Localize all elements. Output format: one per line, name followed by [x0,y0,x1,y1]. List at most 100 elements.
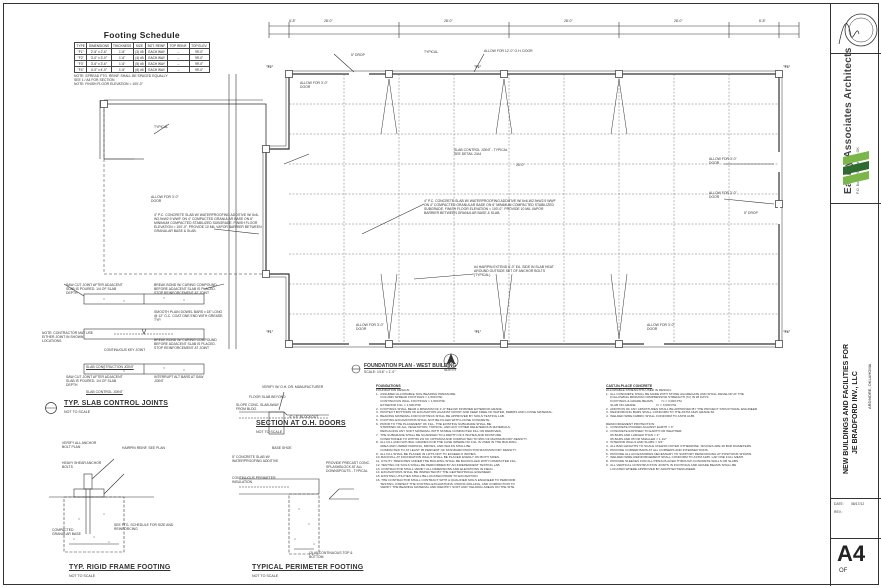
foundations-note-line: 7. THE SUBGRADE SHALL BE SCARIFIED TO A … [376,432,502,437]
pier-footing [262,145,270,153]
slab-control-joint-detail [63,283,225,375]
concrete-note-line: 3. REINFORCING BARS SHALL CONFORM TO THE… [606,410,715,415]
perim-scale: NOT TO SCALE [252,574,279,578]
foundations-note-line: 9. ALL FILL SHALL BE PLACED IN LIFTS NOT… [376,451,477,456]
perim-note-5: (2) #5 CONTINUOUS TOP & BOTTOM [309,551,353,559]
dim-top-1: 28'-0" [324,19,333,23]
frame-leader [610,78,620,135]
foundations-note-line: STRIPPED OF ALL VEGETATION, TOPSOIL, AND… [376,425,511,430]
plan-title: FOUNDATION PLAN - WEST BUILDING [364,363,457,369]
foundations-notes: FOUNDATIONS FOUNDATION DESIGN:1. ASSUMED… [376,384,591,490]
dim-top-5: 8'-8" [759,19,766,23]
pier-footing [615,340,623,348]
dim-top-2: 28'-0" [444,19,453,23]
concrete-note-line: 1. CONCRETE POURED AGAINST EARTH = 3" [606,425,674,430]
footing-schedule-note-1: NOTE: SPREAD FTG. REINF. SHALL BE SPACED… [74,74,168,78]
break-bond-note-2: BREAK BOND W/ CURING COMPOUND BEFORE ADJ… [154,338,217,350]
frame-leader [495,273,505,340]
foundations-note-line: CONTINUOUS WALL FOOTINGS = 1,500 PSF [376,399,446,404]
foundations-note-line: 2. FOOTINGS SHALL BEAR A MINIMUM OF 2'-0… [376,406,503,411]
typical-label-1: TYPICAL [424,50,439,54]
footing-schedule-note-2: SEE 1 / A4 FOR SECTION [74,77,115,82]
pier-footing [100,100,108,108]
slab-joint-title: TYP. SLAB CONTROL JOINTS [64,400,169,407]
frame-leader [495,78,505,135]
typical-label-2: TYPICAL [154,125,169,129]
rigid-note-2: HAIRPIN REINF. SEE PLAN [122,446,165,450]
perimeter-footing-detail [239,478,359,555]
perim-note-1: BASE SHOE [272,446,292,450]
foundations-heading: FOUNDATIONS [376,384,401,388]
slab-joint-scale: NOT TO SCALE [64,410,91,414]
foundations-note-line: 13. CONTRACTOR SHALL VERIFY ALL DIMENSIO… [376,466,494,471]
schedule-cell: -- [167,66,190,73]
perim-title: TYPICAL PERIMETER FOOTING [252,564,364,571]
concrete-note-line: 2. CONCRETE EXPOSED TO EARTH OR WEATHER: [606,429,683,434]
oh-note-3: SLOPE CONC. SLAB AWAY FROM BLDG. [236,403,279,411]
concrete-note-line: FOLLOWING MINIMUM COMPRESSIVE STRENGTH (… [606,395,710,400]
frame-leader [380,273,390,340]
concrete-heading: CAST-IN-PLACE CONCRETE [606,384,653,388]
foundations-note-line: 4. BEARING MATERIAL FOR FOOTINGS SHALL B… [376,414,505,419]
drop-label-1: 5" DROP [351,53,365,57]
schedule-cell: "F4" [73,66,88,73]
mark-f1-a: "F1" [266,330,274,334]
slab-construction-label: SLAB CONSTRUCTION JOINT [86,365,134,369]
allow-door-bottom-1: ALLOW FOR 3'-0" DOOR [356,323,384,331]
allow-door-right-2: ALLOW FOR 3'-0" DOOR [709,191,737,199]
frame-leader [503,273,513,340]
oh-note-2: FLOOR SLAB BEYOND [249,395,286,399]
rigid-note-3: HEAVY SHEAR ANCHOR BOLTS [62,461,102,469]
project-line-1: NEW BUILDINGS AND FACILITIES FOR [843,343,850,474]
dim-top-3: 28'-0" [564,19,573,23]
foundations-note-line: 11. UTILITY TRENCHES UNDER THE BUILDING … [376,459,517,464]
allow-oh-door-top: ALLOW FOR 12'-0" O.H. DOOR [484,49,533,53]
firm-cell: Easley Associates Architects P.O. Box 10… [831,47,881,204]
dark-cut-note: SAW CUT JOINT AFTER ADJACENT SLAB IS POU… [66,375,123,387]
slab-note-left-wing: 4" P.C. CONCRETE SLAB W/ WATERPROOFING A… [154,213,262,233]
pier-footing [500,70,508,78]
concrete-note-line: 5. PROVIDE CORNER BARS AT ALL CORNERS AN… [606,447,709,452]
grid-dim-center: 25'-0" [516,163,525,167]
logo-stripe [843,151,869,165]
pier-footing [285,70,293,78]
foundations-note-line: 3. PROTECT BOTTOMS OF EXCAVATION AGAINST… [376,410,554,415]
mark-f2-b: "F2" [474,65,482,69]
concrete-note-line: 1. ALL CONCRETE SHALL BE MADE WITH STONE… [606,391,744,396]
project-cell: NEW BUILDINGS AND FACILITIES FOR JE BRAD… [831,204,881,499]
frame-leader [503,78,513,135]
foundations-note-line: COMPACTED TO AT LEAST 95 PERCENT OF STAN… [376,447,517,452]
rigid-frame-footing-detail [49,458,154,553]
north-label: NORTH [444,368,456,372]
date-label: DATE: [834,502,844,506]
concrete-note-line: 3. INTERIOR WALLS AND SLABS = 3/4" [606,440,664,445]
rigid-note-4: SEE FTG. SCHEDULE FOR SIZE AND REINFORCI… [114,523,174,531]
firm-logo-icon [843,151,869,185]
sheet-number-cell: A4 OF [831,539,881,586]
concrete-note-line: ALLOWABLE STRENGTHS USED IN DESIGN: [606,387,672,392]
concrete-note-line: SLAB ON GRADE f'c = 3,500 PSI [606,402,677,407]
foundations-note-line: 5. FOOTING EXCAVATIONS SHALL NOT BE FILL… [376,417,491,422]
plan-scale: SCALE: 1/16" = 1'-0" [364,370,396,374]
saw-cut-note: SAW CUT JOINT AFTER ADJACENT SLAB IS POU… [66,283,123,295]
foundations-note-line: REPLACING ANY SOFT MATERIAL WITH STABLE … [376,429,502,434]
concrete-notes: CAST-IN-PLACE CONCRETE ALLOWABLE STRENGT… [606,384,826,472]
schedule-cell: 99'-0" [188,66,210,73]
allow-door-left-wing: ALLOW FOR 3'-0" DOOR [151,195,179,203]
foundations-note-line: 14. EXCAVATIONS SHALL BE INSPECTED BY TH… [376,470,492,475]
slab-note-main: 4" P.C. CONCRETE SLAB W/ WATERPROOFING A… [424,199,556,215]
interrupt-note: INTERRUPT ALT BARS AT SAW JOINT [154,375,204,383]
rigid-title: TYP. RIGID FRAME FOOTING [69,564,171,571]
footing-schedule-title: Footing Schedule [103,30,180,40]
sheet-number: A4 [837,541,866,566]
pier-footing [385,340,393,348]
mark-f4-a: "F4" [783,330,791,334]
concrete-lines: ALLOWABLE STRENGTHS USED IN DESIGN:1. AL… [606,387,826,472]
drop-label-2: 5" DROP [744,211,758,215]
frame-leader [618,78,628,135]
mark-f1-b: "F1" [474,330,482,334]
foundations-note-line: COLUMN SPREAD FOOTINGS = 1,500 PSF [376,395,443,400]
